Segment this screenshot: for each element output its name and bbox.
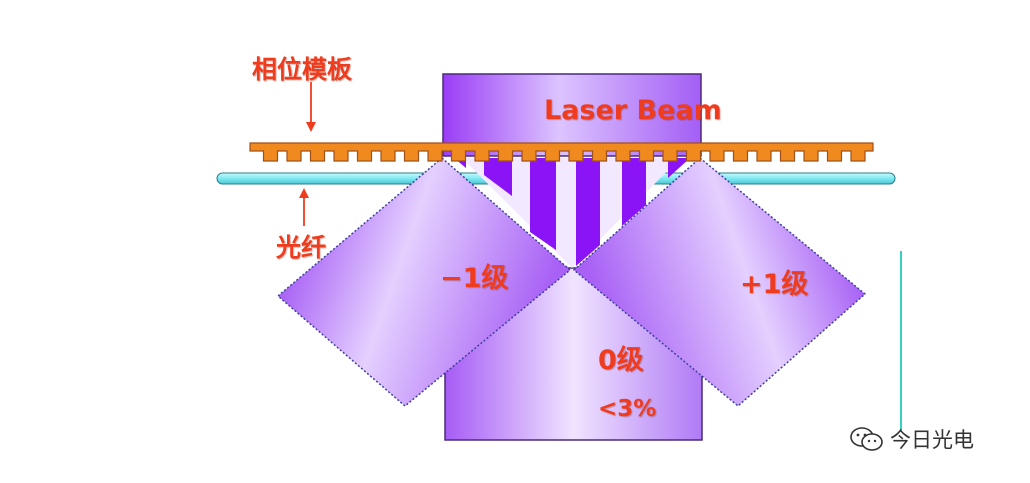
watermark: 今日光电 xyxy=(848,424,974,454)
phase-mask-label: 相位模板 xyxy=(252,55,353,84)
minus1-order-beam xyxy=(276,157,572,407)
mask-arrow xyxy=(306,82,316,132)
zero-order-percent: <3% xyxy=(598,396,657,422)
laser-beam xyxy=(442,73,702,157)
plus1-order-label: +1级 xyxy=(740,269,809,300)
interference-fringes xyxy=(454,158,690,268)
zero-order-label: 0级 xyxy=(598,345,644,376)
watermark-text: 今日光电 xyxy=(890,428,974,452)
phase-mask xyxy=(249,142,874,162)
plus1-order-beam xyxy=(572,157,867,407)
laser-beam-label: Laser Beam xyxy=(544,95,722,126)
minus1-order-label: −1级 xyxy=(440,263,509,294)
wechat-icon xyxy=(850,427,883,451)
fiber-arrow xyxy=(299,188,309,226)
fiber-label: 光纤 xyxy=(276,233,327,262)
